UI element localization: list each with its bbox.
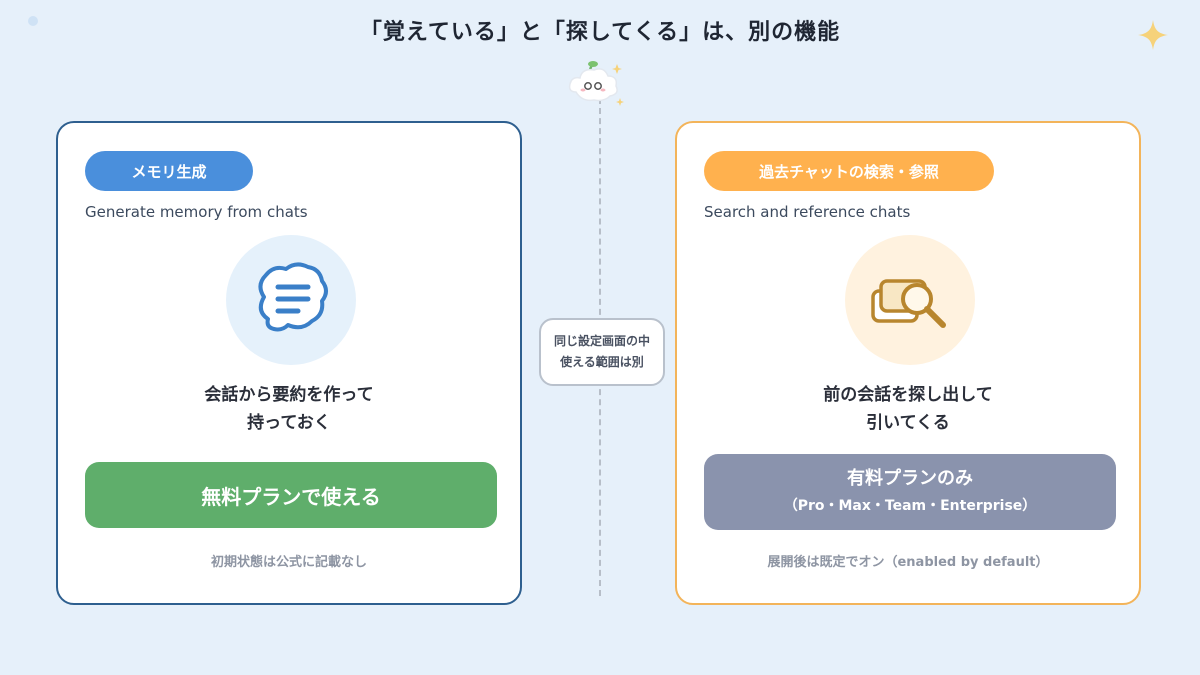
free-plan-label: 無料プランで使える: [201, 484, 381, 509]
paid-plan-label: 有料プランのみ: [847, 468, 973, 489]
center-note-line2: 使える範囲は別: [560, 355, 644, 369]
memory-generation-badge: メモリ生成: [85, 151, 253, 191]
mascot-cloud-icon: [568, 61, 624, 106]
paid-plan-tiers: （Pro・Max・Team・Enterprise）: [783, 498, 1037, 514]
search-desc-line2: 引いてくる: [866, 413, 950, 433]
memory-generation-description: 会話から要約を作って 持っておく: [58, 381, 520, 437]
memory-generation-subtitle: Generate memory from chats: [85, 203, 308, 221]
search-icon-circle: [845, 235, 975, 365]
chat-bubble-lines-icon: [258, 262, 328, 332]
free-plan-banner: 無料プランで使える: [85, 462, 497, 528]
decorative-dot: [28, 16, 38, 26]
search-desc-line1: 前の会話を探し出して: [823, 385, 993, 405]
search-chats-magnifier-icon: [871, 279, 946, 328]
center-note-line1: 同じ設定画面の中: [553, 334, 650, 348]
page-title: 「覚えている」と「探してくる」は、別の機能: [359, 20, 841, 45]
chat-search-subtitle: Search and reference chats: [704, 203, 911, 221]
memory-icon-circle: [226, 235, 356, 365]
memory-desc-line1: 会話から要約を作って: [204, 385, 374, 405]
memory-generation-footnote: 初期状態は公式に記載なし: [210, 555, 367, 570]
sparkle-icon: [1138, 20, 1168, 50]
memory-desc-line2: 持っておく: [247, 413, 331, 433]
chat-search-footnote: 展開後は既定でオン（enabled by default）: [767, 555, 1049, 570]
memory-generation-card: メモリ生成 Generate memory from chats 会話から要約を…: [56, 121, 522, 605]
paid-plan-banner: 有料プランのみ （Pro・Max・Team・Enterprise）: [704, 454, 1116, 530]
center-note: 同じ設定画面の中 使える範囲は別: [539, 318, 665, 386]
chat-search-description: 前の会話を探し出して 引いてくる: [677, 381, 1139, 437]
chat-search-badge: 過去チャットの検索・参照: [704, 151, 994, 191]
chat-search-card: 過去チャットの検索・参照 Search and reference chats …: [675, 121, 1141, 605]
